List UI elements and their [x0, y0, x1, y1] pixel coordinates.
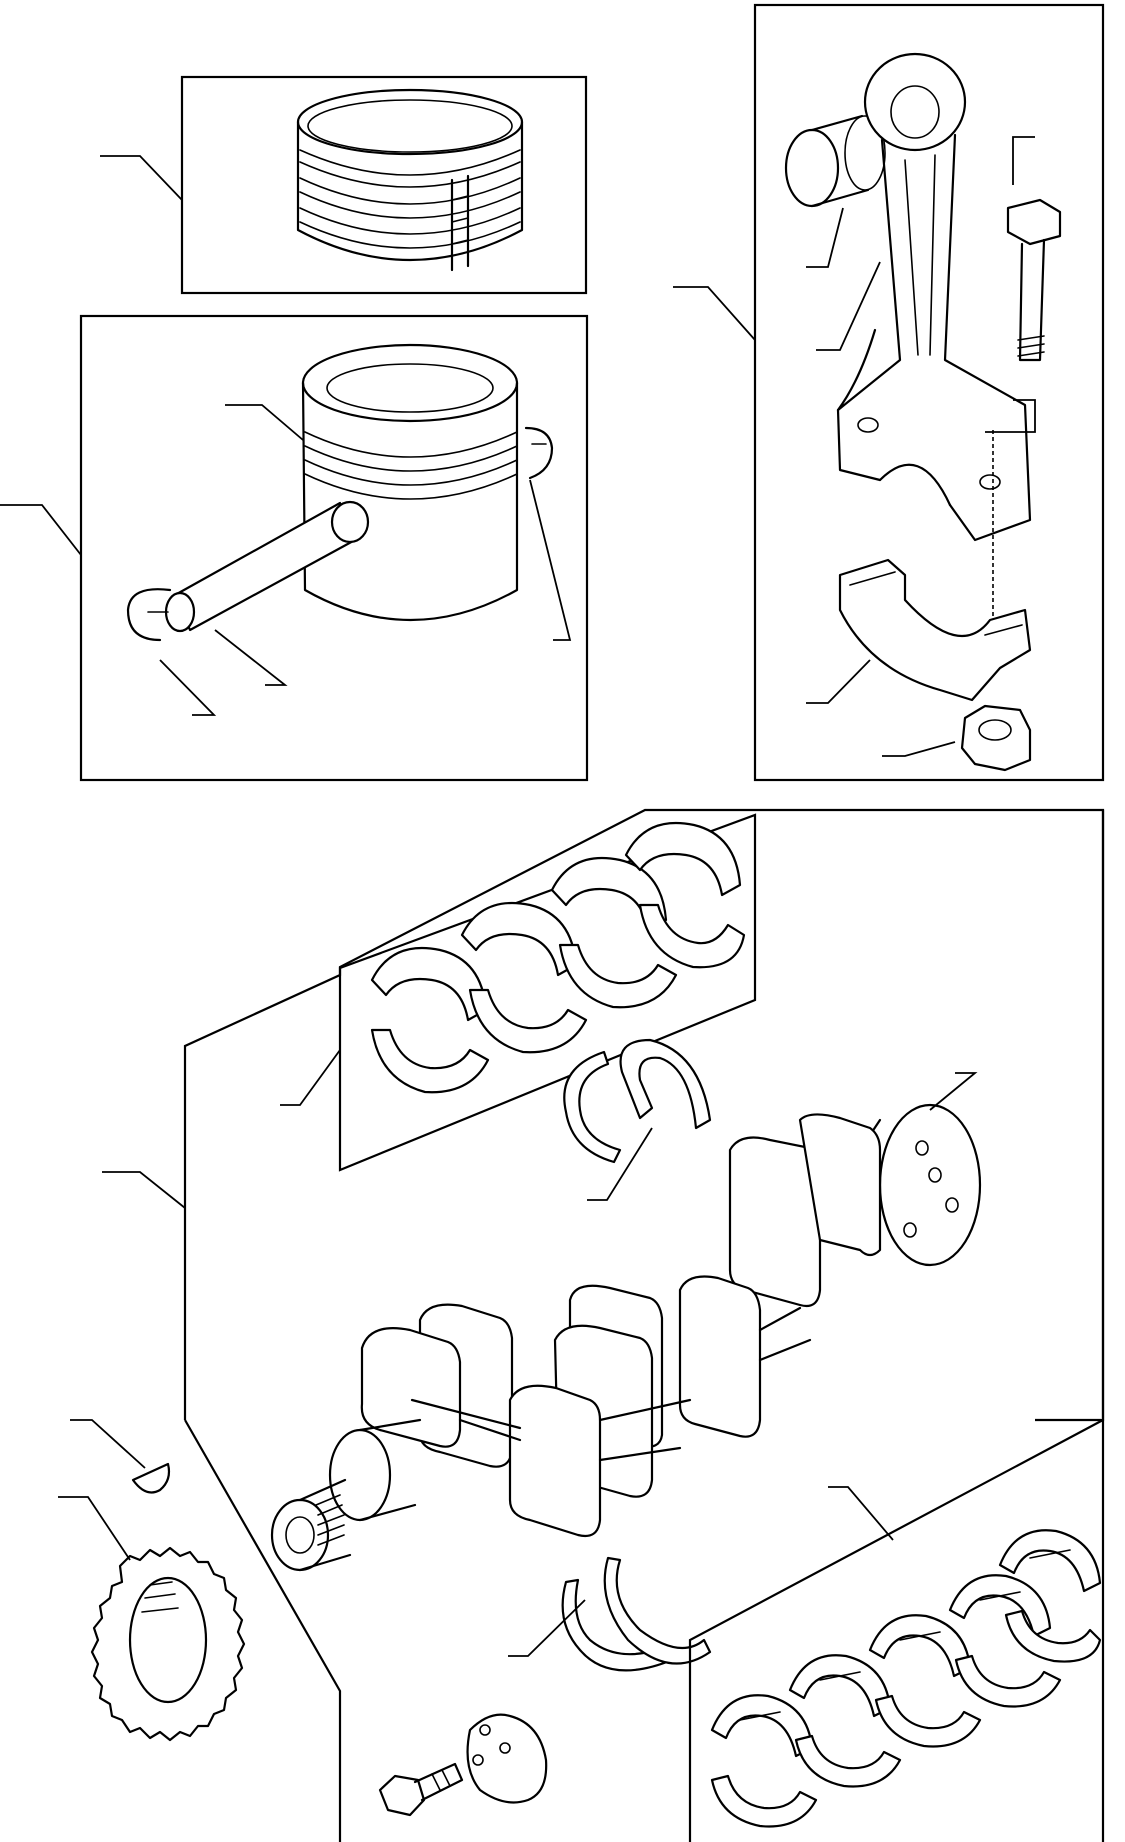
- crankshaft-group: [102, 808, 1105, 1842]
- rod-frame-leader: [673, 286, 756, 341]
- piston-pin-leader: [214, 629, 288, 686]
- bolt-top-leader: [1012, 136, 1035, 185]
- piston-pin: [164, 500, 370, 633]
- piston-group: [0, 314, 589, 782]
- piston-ring-set: [296, 88, 524, 272]
- crankshaft-frame-leader: [102, 1171, 186, 1209]
- lower-bearing-shells: [710, 1529, 1102, 1828]
- crankshaft-gear: [58, 1496, 246, 1742]
- thrust-washers-upper: [563, 1038, 712, 1201]
- rod-cap-leader: [806, 659, 871, 704]
- piston-rings-leader: [100, 155, 183, 201]
- piston: [301, 343, 519, 622]
- rod-nut: [960, 704, 1032, 772]
- small-end-bushing: [784, 114, 886, 208]
- main-bearing-upper-set: [280, 813, 757, 1172]
- lower-bearings-frame: [688, 1418, 1105, 1842]
- piston-rings-group: [100, 75, 588, 295]
- piston-side-clip-leader: [529, 479, 572, 641]
- piston-body-leader: [225, 404, 304, 441]
- connecting-rod-frame: [753, 3, 1105, 782]
- rod-bolt: [1006, 198, 1062, 362]
- upper-bearings-leader: [280, 1049, 341, 1106]
- lower-bearings-leader: [828, 1486, 894, 1541]
- rod-body-leader: [816, 261, 881, 351]
- bolt-bottom-leader: [985, 399, 1036, 433]
- rod-nut-leader: [882, 741, 956, 757]
- piston-circlip-leader: [159, 659, 217, 716]
- piston-circlip-front: [126, 588, 172, 642]
- piston-frame: [79, 314, 589, 782]
- upper-bearings-frame: [338, 813, 757, 1172]
- bushing-leader: [806, 207, 844, 268]
- woodruff-key: [70, 1419, 171, 1494]
- piston-frame-leader: [0, 504, 82, 556]
- pulley-hub: [466, 1713, 548, 1804]
- connecting-rod: [836, 52, 1032, 542]
- piston-circlip-side: [524, 426, 554, 480]
- piston-rings-frame: [180, 75, 588, 295]
- thrust-upper-leader: [587, 1127, 653, 1201]
- upper-bearing-shells: [370, 821, 746, 1094]
- connecting-rod-group: [673, 3, 1105, 782]
- key-leader: [70, 1419, 146, 1469]
- thrust-lower-leader: [508, 1599, 586, 1657]
- crankshaft: [102, 1072, 982, 1572]
- crankshaft-frame-lower-left: [184, 1419, 342, 1842]
- hub-bolt: [378, 1762, 464, 1817]
- main-bearing-lower-set: [688, 1418, 1105, 1842]
- crankshaft-flange-leader: [929, 1072, 978, 1111]
- rod-cap: [838, 558, 1032, 702]
- thrust-washers-lower: [508, 1556, 712, 1672]
- gear-leader: [58, 1496, 131, 1561]
